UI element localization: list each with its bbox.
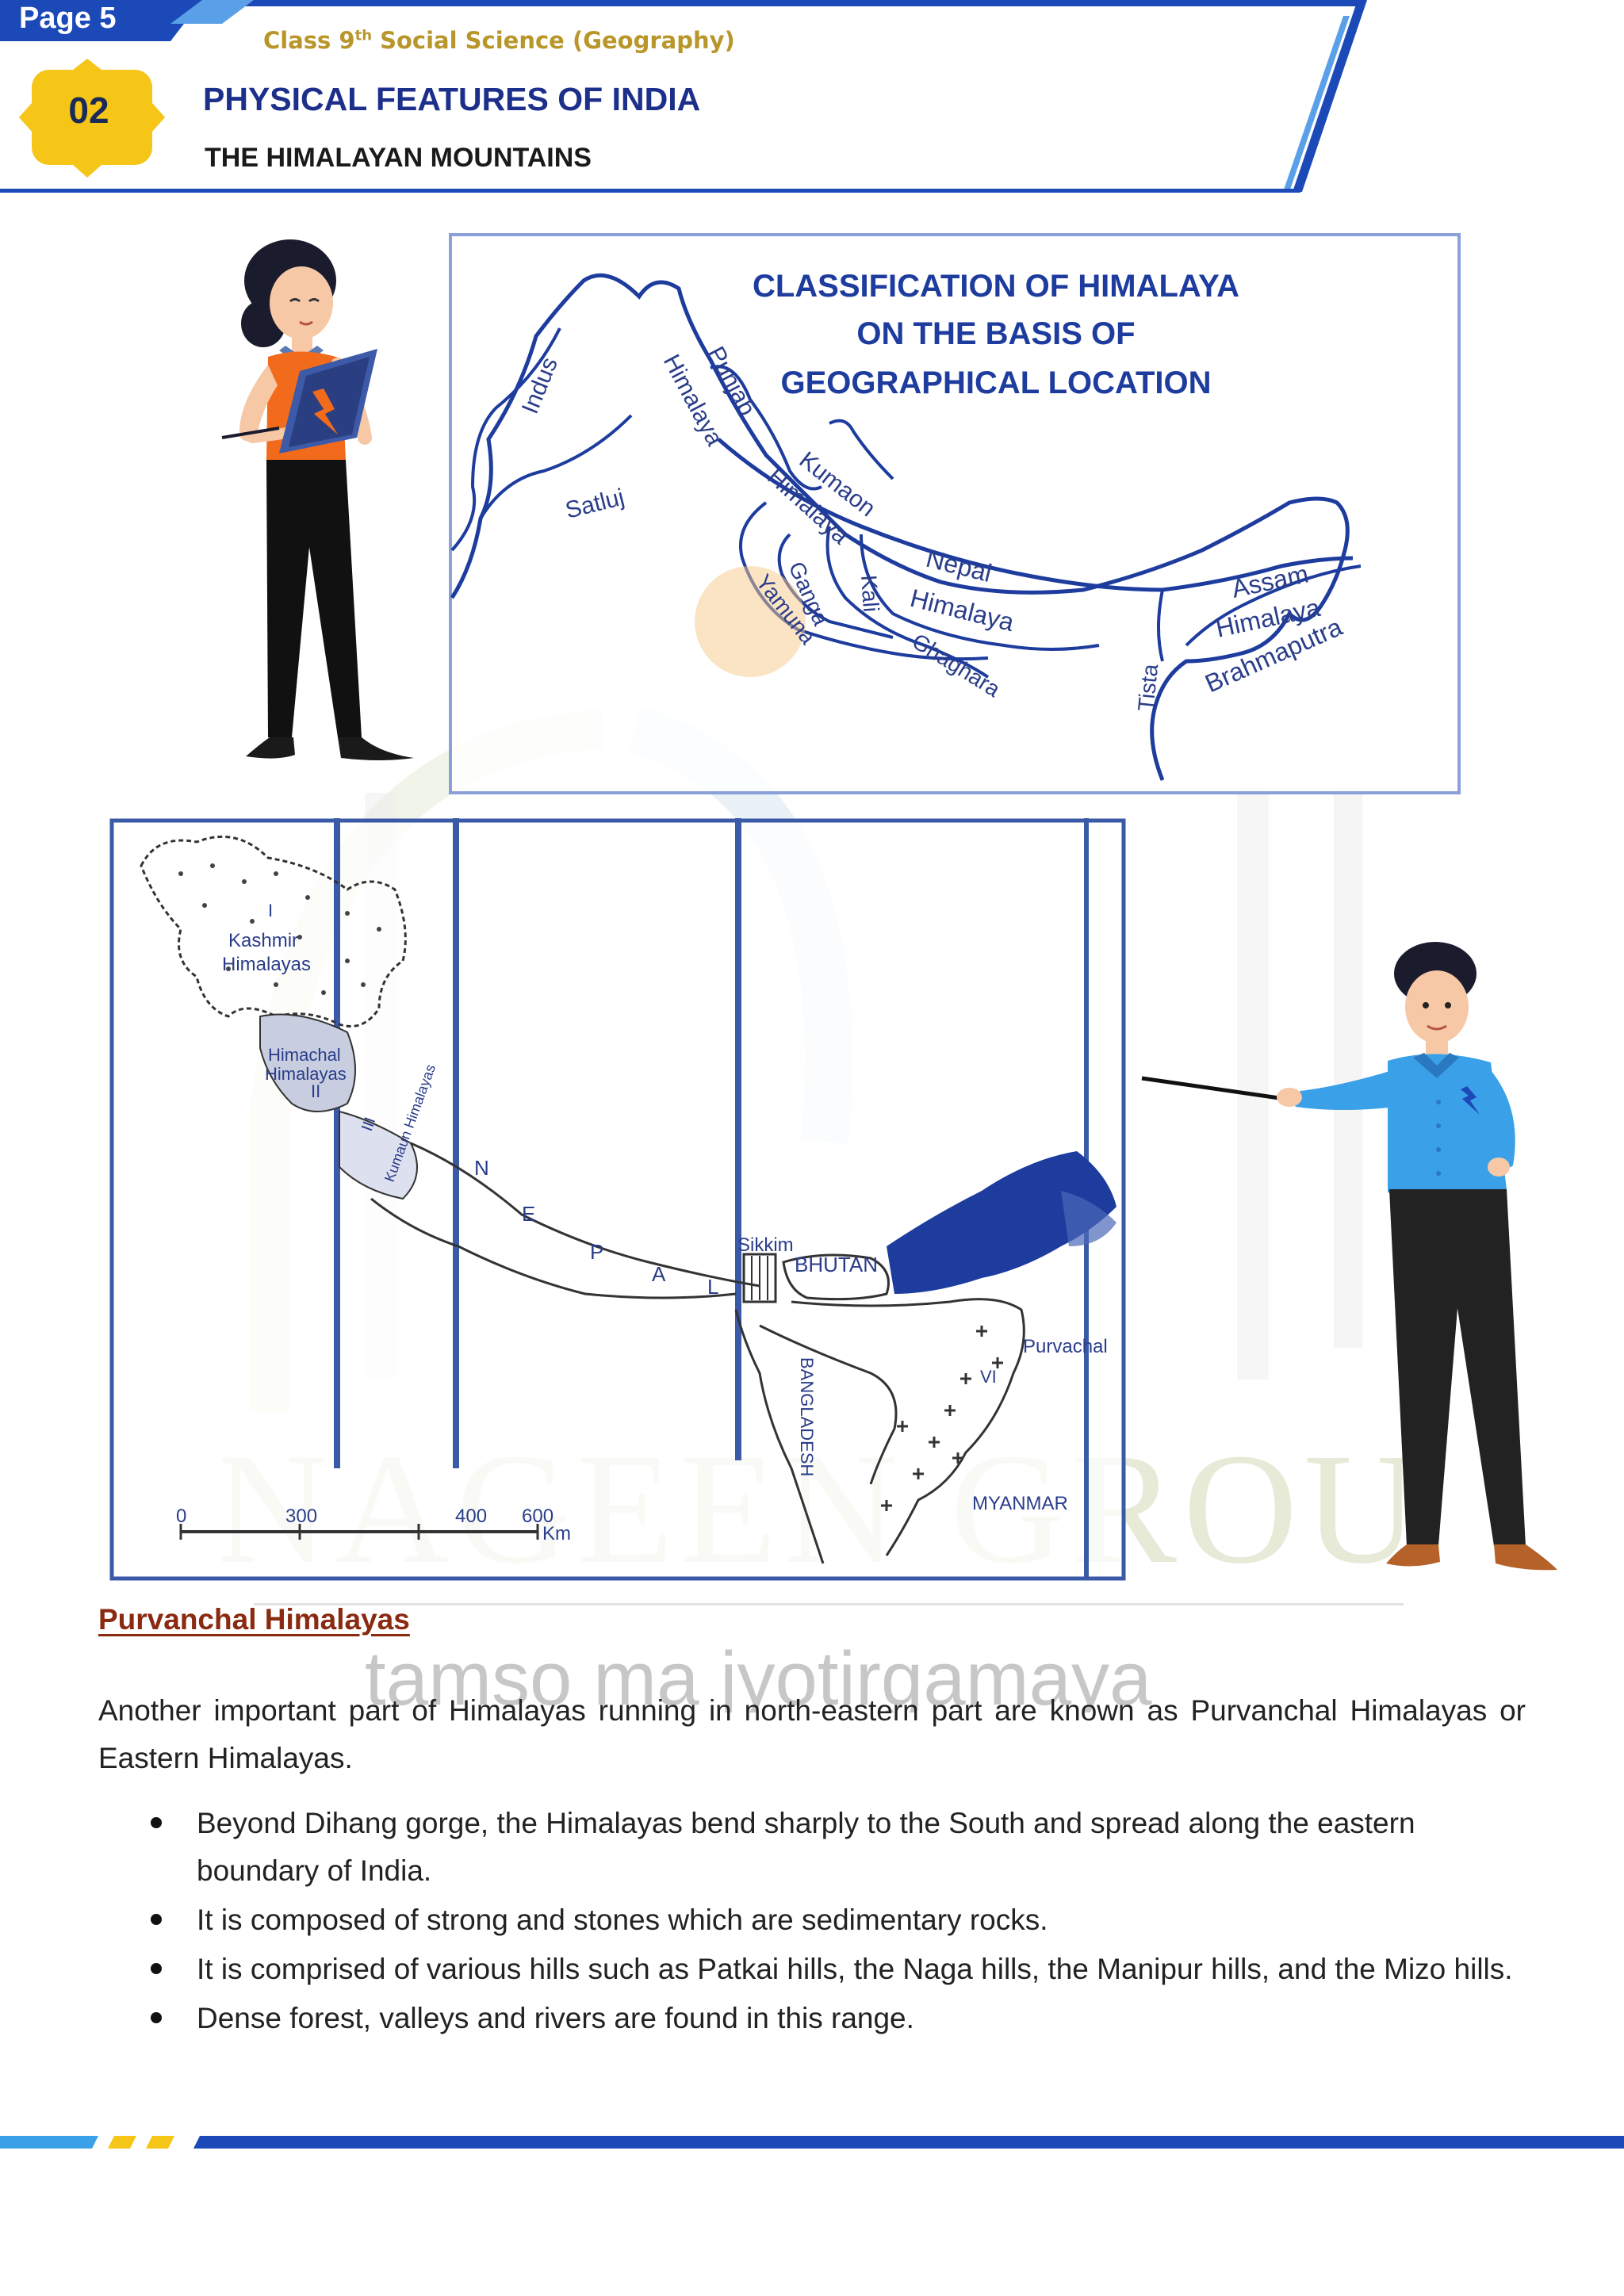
map-title-line-1: CLASSIFICATION OF HIMALAYA (753, 269, 1239, 304)
region-roman-6: VI (980, 1367, 997, 1387)
bullet-icon (151, 2012, 162, 2023)
list-item-text: Beyond Dihang gorge, the Himalayas bend … (197, 1807, 1415, 1887)
bullet-icon (151, 1914, 162, 1925)
watermark-motto: tamso ma jyotirgamaya (365, 1636, 1152, 1712)
country-myanmar: MYANMAR (972, 1493, 1068, 1514)
region-kashmir-2: Himalayas (222, 954, 311, 975)
bullet-icon (151, 1817, 162, 1828)
class-subject-line: Class 9th Social Science (Geography) (263, 27, 735, 54)
man-with-pointer-illustration (1141, 942, 1557, 1571)
country-e: E (522, 1202, 535, 1226)
list-item: Dense forest, valleys and rivers are fou… (98, 1995, 1526, 2042)
intro-paragraph: Another important part of Himalayas runn… (98, 1694, 1526, 1774)
list-item: It is composed of strong and stones whic… (98, 1896, 1526, 1944)
region-roman-3: III (358, 1115, 379, 1134)
bullet-list: Beyond Dihang gorge, the Himalayas bend … (98, 1800, 1526, 2044)
scale-tick-600: 600 (522, 1506, 553, 1527)
country-bangladesh: BANGLADESH (797, 1357, 817, 1476)
himalaya-classification-map: CLASSIFICATION OF HIMALAYA ON THE BASIS … (449, 233, 1461, 794)
chapter-number: 02 (68, 90, 109, 131)
list-item-text: It is comprised of various hills such as… (197, 1953, 1513, 1985)
himalaya-regions-map: I Kashmir Himalayas Himachal Himalayas I… (109, 818, 1126, 1581)
region-himachal-2: Himalayas (265, 1064, 347, 1084)
list-item-text: It is composed of strong and stones whic… (197, 1904, 1048, 1936)
map-title-line-3: GEOGRAPHICAL LOCATION (781, 365, 1212, 400)
chapter-subtitle: THE HIMALAYAN MOUNTAINS (205, 143, 592, 173)
region-kashmir-1: Kashmir (228, 930, 298, 951)
scale-tick-0: 0 (176, 1506, 186, 1527)
country-n: N (474, 1156, 489, 1180)
list-item: It is comprised of various hills such as… (98, 1946, 1526, 1993)
woman-with-tablet-illustration (221, 239, 414, 760)
footer-bar (0, 2136, 1624, 2149)
scale-tick-300: 300 (285, 1506, 317, 1527)
scale-tick-400: 400 (455, 1506, 487, 1527)
river-label: Tista (1133, 663, 1162, 713)
country-sikkim: Sikkim (737, 1234, 794, 1256)
country-l: L (707, 1275, 718, 1299)
header-banner (0, 0, 1367, 193)
region-roman-1: I (268, 901, 273, 920)
country-a: A (652, 1262, 666, 1286)
scale-unit: Km (542, 1523, 571, 1544)
class-suffix: Social Science (Geography) (372, 27, 735, 54)
section-heading: Purvanchal Himalayas (98, 1603, 410, 1636)
chapter-title: PHYSICAL FEATURES OF INDIA (203, 81, 701, 117)
country-p: P (590, 1240, 603, 1264)
class-prefix: Class 9 (263, 27, 355, 54)
page-label: Page 5 (19, 2, 117, 35)
region-roman-2: II (311, 1081, 320, 1101)
river-label: Kali (856, 574, 883, 613)
region-himachal-1: Himachal (268, 1045, 341, 1065)
bullet-icon (151, 1963, 162, 1974)
class-sup: th (354, 27, 373, 44)
map-title-line-2: ON THE BASIS OF (856, 316, 1135, 351)
list-item: Beyond Dihang gorge, the Himalayas bend … (98, 1800, 1526, 1895)
region-purvachal: Purvachal (1023, 1336, 1108, 1357)
country-bhutan: BHUTAN (795, 1253, 878, 1276)
list-item-text: Dense forest, valleys and rivers are fou… (197, 2002, 914, 2034)
